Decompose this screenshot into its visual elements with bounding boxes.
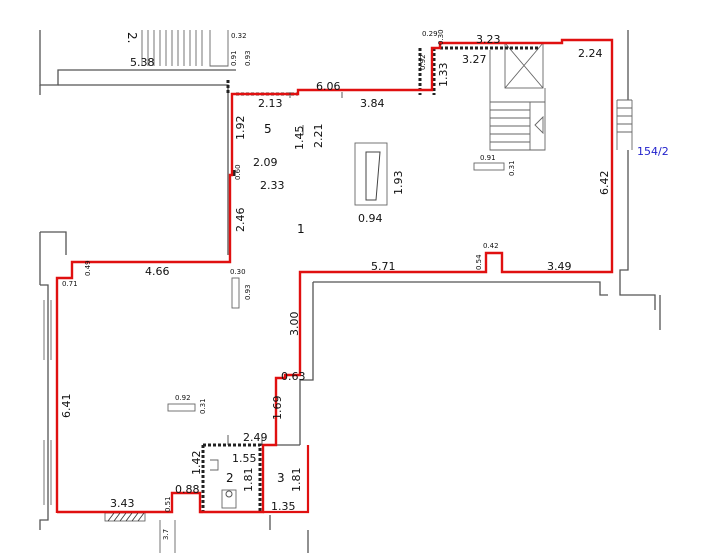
small-dimension-label: 0.31: [199, 398, 207, 414]
small-dimension-label: 0.32: [231, 32, 247, 40]
dimension-label: 3.23: [476, 33, 501, 46]
room-number: 5: [264, 122, 272, 136]
small-dimension-label: 0.93: [244, 50, 252, 66]
staircase-right: [489, 42, 546, 151]
dimension-label: 2.24: [578, 47, 603, 60]
dimension-label: 0.94: [358, 212, 383, 225]
dimension-label: 2.09: [253, 156, 278, 169]
small-dimension-label: 0.29: [422, 30, 438, 38]
dimension-label: 2.49: [243, 431, 268, 444]
dimension-label: 3.43: [110, 497, 135, 510]
dimension-label: 3.27: [462, 53, 487, 66]
small-dimension-labels: 0.32 0.91 0.93 0.92 0.30 0.29 0.42 0.54 …: [62, 29, 516, 540]
dimension-label: 1.81: [242, 468, 255, 493]
dimension-label: 2.21: [312, 124, 325, 149]
dimension-label: 4.66: [145, 265, 170, 278]
dimension-label: 6.42: [598, 171, 611, 196]
dimension-label: 1.81: [290, 468, 303, 493]
niches: [167, 142, 505, 412]
small-dimension-label: 0.91: [480, 154, 496, 162]
small-dimension-label: 3.7: [162, 529, 170, 540]
small-dimension-label: 0.71: [62, 280, 78, 288]
small-dimension-label: 0.60: [234, 164, 242, 180]
plot-number: 154/2: [637, 145, 669, 158]
dimension-label: 6.06: [316, 80, 341, 93]
right-window: [616, 99, 633, 150]
dimension-label: 1.42: [190, 451, 203, 476]
small-dimension-label: 0.54: [475, 254, 483, 270]
neighbor-label: 2.: [125, 32, 139, 43]
toilet-fixture: [210, 459, 237, 509]
small-dimension-label: 0.31: [508, 160, 516, 176]
room-numbers: 1 2 3 5: [226, 122, 305, 485]
hatched-walls: [201, 46, 540, 512]
dimension-labels: 5.38 6.06 2.13 3.84 1.92 1.45 2.21 2.09 …: [60, 33, 611, 513]
boundary-lower-right: [263, 445, 310, 514]
dimension-label: 3.84: [360, 97, 385, 110]
dimension-label: 0.88: [175, 483, 200, 496]
premises-boundary: [55, 38, 614, 514]
existing-walls: [39, 30, 661, 553]
small-dimension-label: 0.91: [230, 50, 238, 66]
dimension-label: 1.35: [271, 500, 296, 513]
dimension-label: 1.69: [271, 396, 284, 421]
dimension-label: 2.13: [258, 97, 283, 110]
room-number: 1: [297, 222, 305, 236]
dimension-label: 1.33: [437, 63, 450, 88]
small-dimension-label: 0.93: [244, 284, 252, 300]
small-dimension-label: 0.92: [419, 54, 427, 70]
dimension-ticks: [227, 92, 343, 445]
left-windows: [43, 300, 52, 505]
dimension-label: 1.92: [234, 116, 247, 141]
small-dimension-label: 0.30: [230, 268, 246, 276]
room-number: 2: [226, 471, 234, 485]
dimension-label: 5.38: [130, 56, 155, 69]
small-dimension-label: 0.49: [84, 260, 92, 276]
dimension-label: 3.49: [547, 260, 572, 273]
dimension-label: 6.41: [60, 394, 73, 419]
dimension-label: 2.46: [234, 208, 247, 233]
small-dimension-label: 0.30: [437, 29, 445, 45]
small-dimension-label: 0.42: [483, 242, 499, 250]
dimension-label: 0.63: [281, 370, 306, 383]
dimension-label: 1.55: [232, 452, 257, 465]
dimension-label: 2.33: [260, 179, 285, 192]
dimension-label: 1.45: [293, 126, 306, 151]
small-dimension-label: 0.51: [164, 496, 172, 512]
dimension-label: 5.71: [371, 260, 396, 273]
threshold-hatch: [104, 512, 146, 522]
small-dimension-label: 0.92: [175, 394, 191, 402]
staircase-top-left: [141, 30, 229, 67]
room-number: 3: [277, 471, 285, 485]
dimension-label: 3.00: [288, 312, 301, 337]
dimension-label: 1.93: [392, 171, 405, 196]
